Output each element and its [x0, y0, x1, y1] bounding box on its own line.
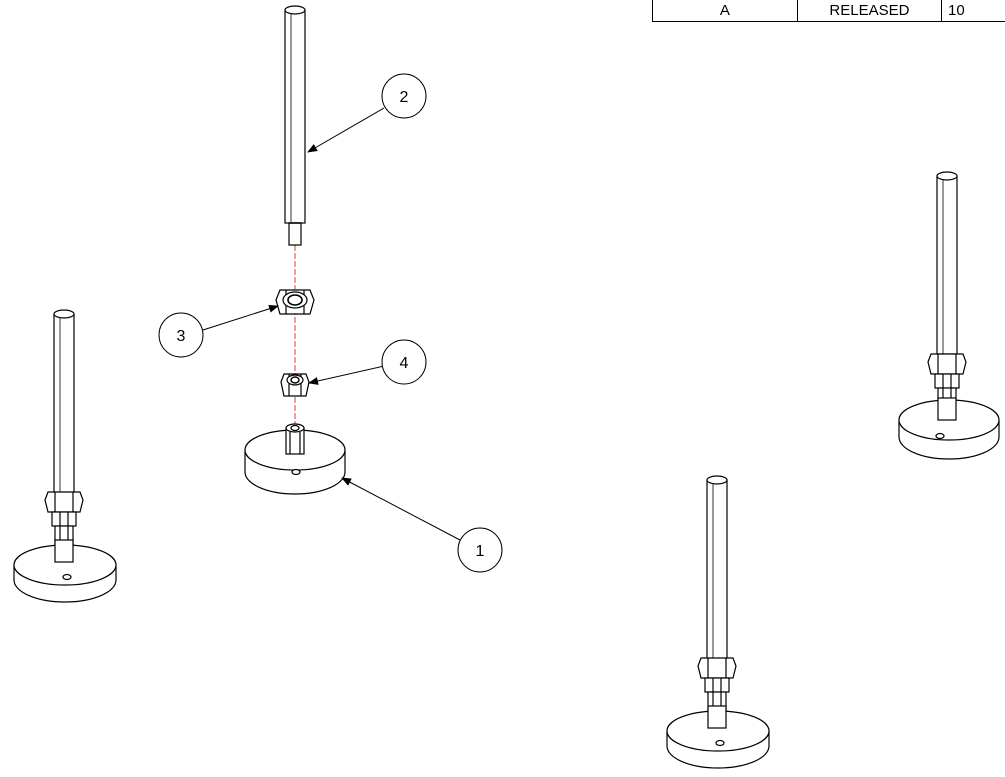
leader-4 — [308, 365, 385, 385]
threaded-rod-part — [284, 5, 306, 246]
leveling-base-part — [244, 423, 346, 495]
balloon-2: 2 — [381, 73, 427, 119]
assembled-foot-center — [666, 475, 770, 769]
balloon-4-label: 4 — [400, 355, 409, 372]
balloon-1-label: 1 — [476, 543, 485, 560]
leader-1 — [341, 477, 461, 541]
revision-date: 10 — [941, 0, 1005, 22]
balloon-3: 3 — [158, 312, 204, 358]
assembled-foot-right — [898, 171, 1000, 460]
revision-description: RELEASED — [796, 0, 943, 22]
revision-table: A RELEASED 10 — [652, 0, 1005, 22]
revision-row: A RELEASED 10 — [652, 0, 1005, 22]
leader-3 — [202, 304, 279, 331]
balloon-2-label: 2 — [400, 89, 409, 106]
exploded-assembly — [244, 5, 346, 495]
large-hex-nut-part — [275, 289, 315, 315]
balloon-4: 4 — [381, 339, 427, 385]
leader-2 — [307, 107, 385, 153]
small-hex-nut-part — [280, 373, 310, 397]
balloon-1: 1 — [457, 527, 503, 573]
assembled-foot-left — [13, 309, 117, 603]
balloon-3-label: 3 — [177, 328, 186, 345]
leader-lines — [202, 107, 461, 541]
